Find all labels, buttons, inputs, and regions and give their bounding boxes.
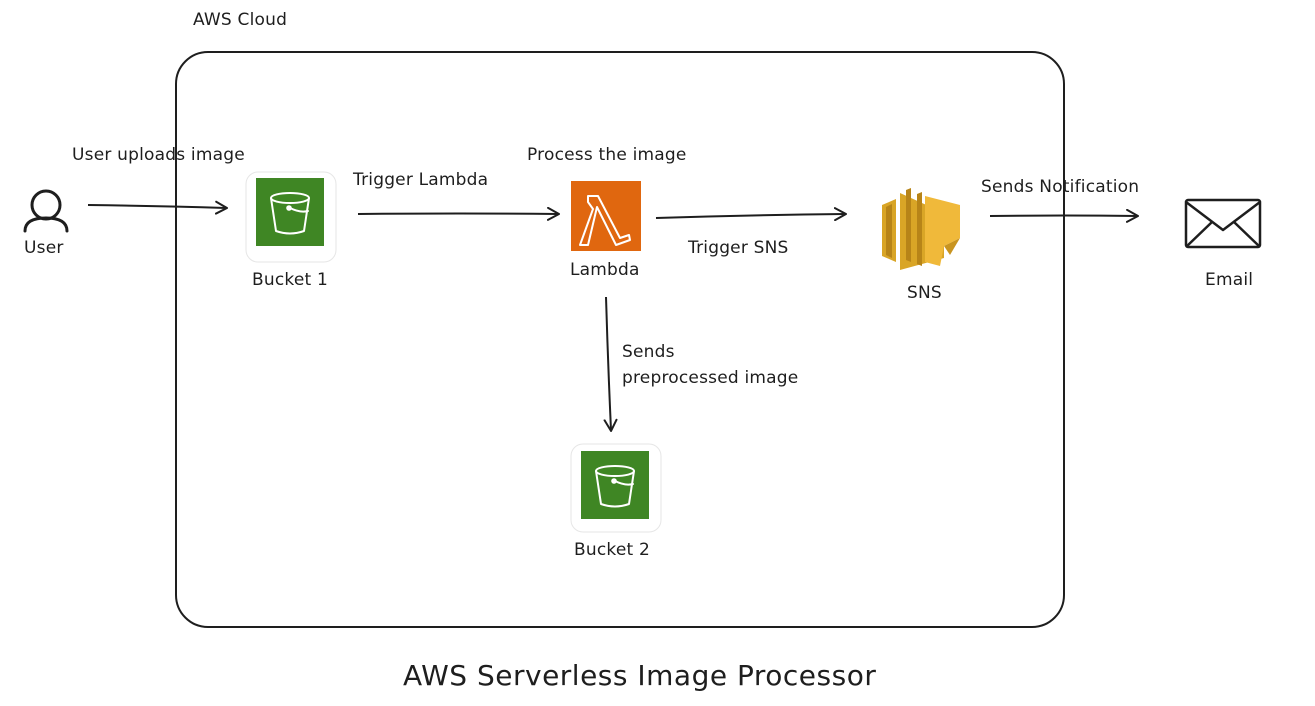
bucket2-node[interactable] [570, 443, 662, 533]
edge-label-user-uploads: User uploads image [72, 145, 245, 165]
edge-label-process-image: Process the image [527, 145, 687, 165]
email-label: Email [1205, 270, 1254, 290]
sns-label: SNS [907, 283, 942, 303]
lambda-icon [579, 195, 631, 246]
bucket1-node[interactable] [245, 171, 337, 263]
edge-label-sends-notification: Sends Notification [981, 177, 1140, 197]
arrow-lambda-to-sns [655, 207, 847, 222]
user-icon [23, 189, 69, 233]
bucket2-label: Bucket 2 [574, 540, 650, 560]
aws-cloud-group-label: AWS Cloud [193, 10, 288, 30]
edge-label-trigger-lambda: Trigger Lambda [353, 170, 489, 190]
lambda-label: Lambda [570, 260, 640, 280]
arrow-bucket1-to-lambda [357, 206, 560, 221]
edge-label-trigger-sns: Trigger SNS [688, 238, 789, 258]
s3-bucket-icon [595, 465, 635, 508]
sns-icon [882, 188, 960, 270]
edge-label-preprocessed-image: preprocessed image [622, 368, 799, 388]
bucket1-label: Bucket 1 [252, 270, 328, 290]
edge-label-sends: Sends [622, 342, 675, 362]
s3-bucket-icon [270, 192, 310, 235]
lambda-node[interactable] [571, 181, 641, 251]
envelope-icon [1184, 198, 1262, 249]
arrow-user-to-bucket1 [87, 200, 228, 215]
diagram-title: AWS Serverless Image Processor [403, 659, 877, 692]
arrow-sns-to-email [989, 208, 1139, 223]
user-label: User [24, 238, 64, 258]
arrow-lambda-to-bucket2 [603, 296, 618, 432]
aws-cloud-group [175, 51, 1065, 628]
